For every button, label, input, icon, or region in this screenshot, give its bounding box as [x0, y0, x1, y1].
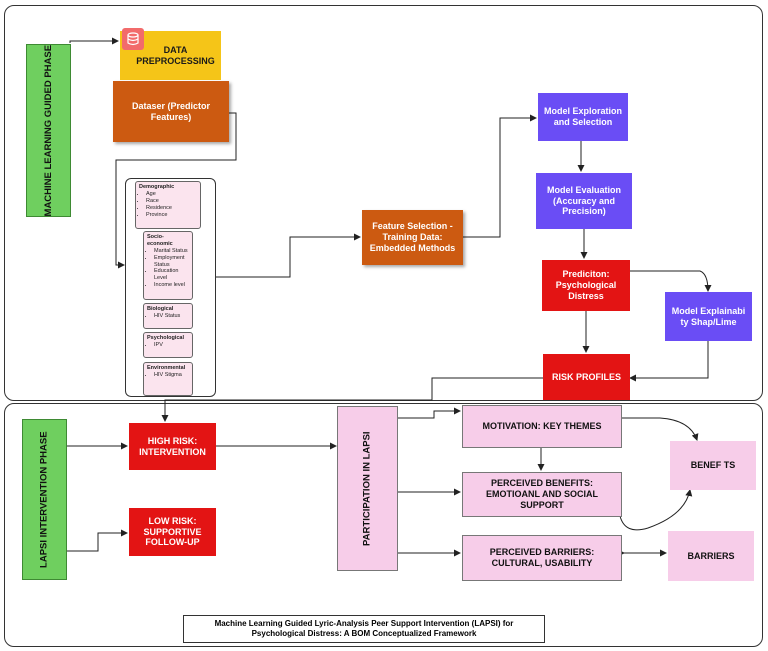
biological-title: Biological [147, 306, 174, 312]
dataset-box: Dataser (Predictor Features) [113, 81, 229, 142]
model-exploration-box: Model Exploration and Selection [538, 93, 628, 141]
ml-phase-label: MACHINE LEARNING GUIDED PHASE [26, 44, 71, 217]
prediction-box: Prediciton: Psychological Distress [542, 260, 630, 311]
perceived-barriers-box: PERCEIVED BARRIERS: CULTURAL, USABILITY [462, 535, 622, 581]
benefits-text: BENEF TS [690, 460, 736, 471]
participation-box: PARTICIPATION IN LAPSI [337, 406, 398, 571]
participation-text: PARTICIPATION IN LAPSI [361, 431, 373, 546]
low-risk-box: LOW RISK: SUPPORTIVE FOLLOW-UP [129, 508, 216, 556]
arrow-explain-to-risk [629, 341, 709, 382]
predictor-socio-economic: Socio-economic Marital Status Employment… [143, 231, 193, 300]
barriers-text: BARRIERS [687, 550, 735, 561]
demographic-item: Province [146, 212, 197, 219]
ml-phase-label-text: MACHINE LEARNING GUIDED PHASE [42, 44, 54, 217]
figure-caption: Machine Learning Guided Lyric-Analysis P… [183, 615, 545, 643]
data-preprocessing-text: DATA PREPROCESSING [136, 44, 215, 66]
model-exploration-text: Model Exploration and Selection [543, 106, 622, 127]
socio-economic-item: Education Level [154, 268, 189, 282]
arrow-motivation-to-benefits [622, 417, 699, 441]
risk-profiles-box: RISK PROFILES [543, 354, 630, 400]
feature-selection-box: Feature Selection - Training Data: Embed… [362, 210, 463, 265]
high-risk-text: HIGH RISK: INTERVENTION [139, 435, 206, 457]
caption-line-2: Psychological Distress: A BOM Conceptual… [251, 629, 477, 638]
predictor-environmental: Environmental HIV Stigma [143, 362, 193, 396]
biological-item: HIV Status [154, 313, 189, 320]
arrow-feature-to-exploration [463, 114, 537, 238]
arrow-benefitsperceived-to-benefits [619, 489, 693, 531]
perceived-benefits-text: PERCEIVED BENEFITS: EMOTIOANL AND SOCIAL… [486, 478, 598, 510]
psychological-title: Psychological [147, 335, 184, 341]
arrow-risk-to-highrisk [161, 377, 543, 422]
arrow-phase-to-preprocessing [69, 37, 119, 45]
predictor-biological: Biological HIV Status [143, 303, 193, 329]
low-risk-text: LOW RISK: SUPPORTIVE FOLLOW-UP [143, 515, 202, 548]
perceived-barriers-text: PERCEIVED BARRIERS: CULTURAL, USABILITY [489, 547, 595, 568]
model-evaluation-box: Model Evaluation (Accuracy and Precision… [536, 173, 632, 229]
demographic-item: Residence [146, 205, 197, 212]
explainability-box: Model Explainabi ty Shap/Lime [665, 292, 752, 341]
feature-selection-text: Feature Selection - Training Data: Embed… [369, 221, 456, 253]
model-evaluation-text: Model Evaluation (Accuracy and Precision… [546, 184, 621, 217]
arrow-participation-to-motivation [398, 407, 461, 419]
motivation-text: MOTIVATION: KEY THEMES [482, 421, 602, 432]
database-icon [122, 28, 144, 50]
arrow-prediction-to-explain [630, 270, 712, 292]
arrow-lapsi-to-lowrisk [67, 529, 128, 552]
demographic-item: Race [146, 198, 197, 205]
psychological-item: IPV [154, 342, 189, 349]
barriers-box: BARRIERS [668, 531, 754, 581]
prediction-text: Prediciton: Psychological Distress [555, 269, 617, 301]
benefits-box: BENEF TS [670, 441, 756, 490]
environmental-item: HIV Stigma [154, 372, 189, 379]
lapsi-phase-label: LAPSI INTERVENTION PHASE [22, 419, 67, 580]
environmental-title: Environmental [147, 365, 186, 371]
socio-economic-item: Income level [154, 282, 189, 289]
risk-profiles-text: RISK PROFILES [551, 371, 621, 382]
caption-line-1: Machine Learning Guided Lyric-Analysis P… [214, 618, 514, 628]
socio-economic-title: Socio-economic [147, 234, 173, 247]
predictor-demographic: Demographic Age Race Residence Province [135, 181, 201, 229]
perceived-benefits-box: PERCEIVED BENEFITS: EMOTIOANL AND SOCIAL… [462, 472, 622, 517]
lapsi-phase-label-text: LAPSI INTERVENTION PHASE [38, 431, 50, 568]
demographic-title: Demographic [139, 184, 175, 190]
arrow-dataset-to-predictors [115, 112, 237, 269]
socio-economic-item: Employment Status [154, 255, 189, 269]
motivation-box: MOTIVATION: KEY THEMES [462, 405, 622, 448]
explainability-text: Model Explainabi ty Shap/Lime [671, 305, 746, 327]
arrow-predictors-to-feature [216, 233, 361, 278]
socio-economic-item: Marital Status [154, 248, 189, 255]
dataset-text: Dataser (Predictor Features) [131, 100, 211, 122]
high-risk-box: HIGH RISK: INTERVENTION [129, 423, 216, 470]
demographic-item: Age [146, 191, 197, 198]
predictor-psychological: Psychological IPV [143, 332, 193, 358]
